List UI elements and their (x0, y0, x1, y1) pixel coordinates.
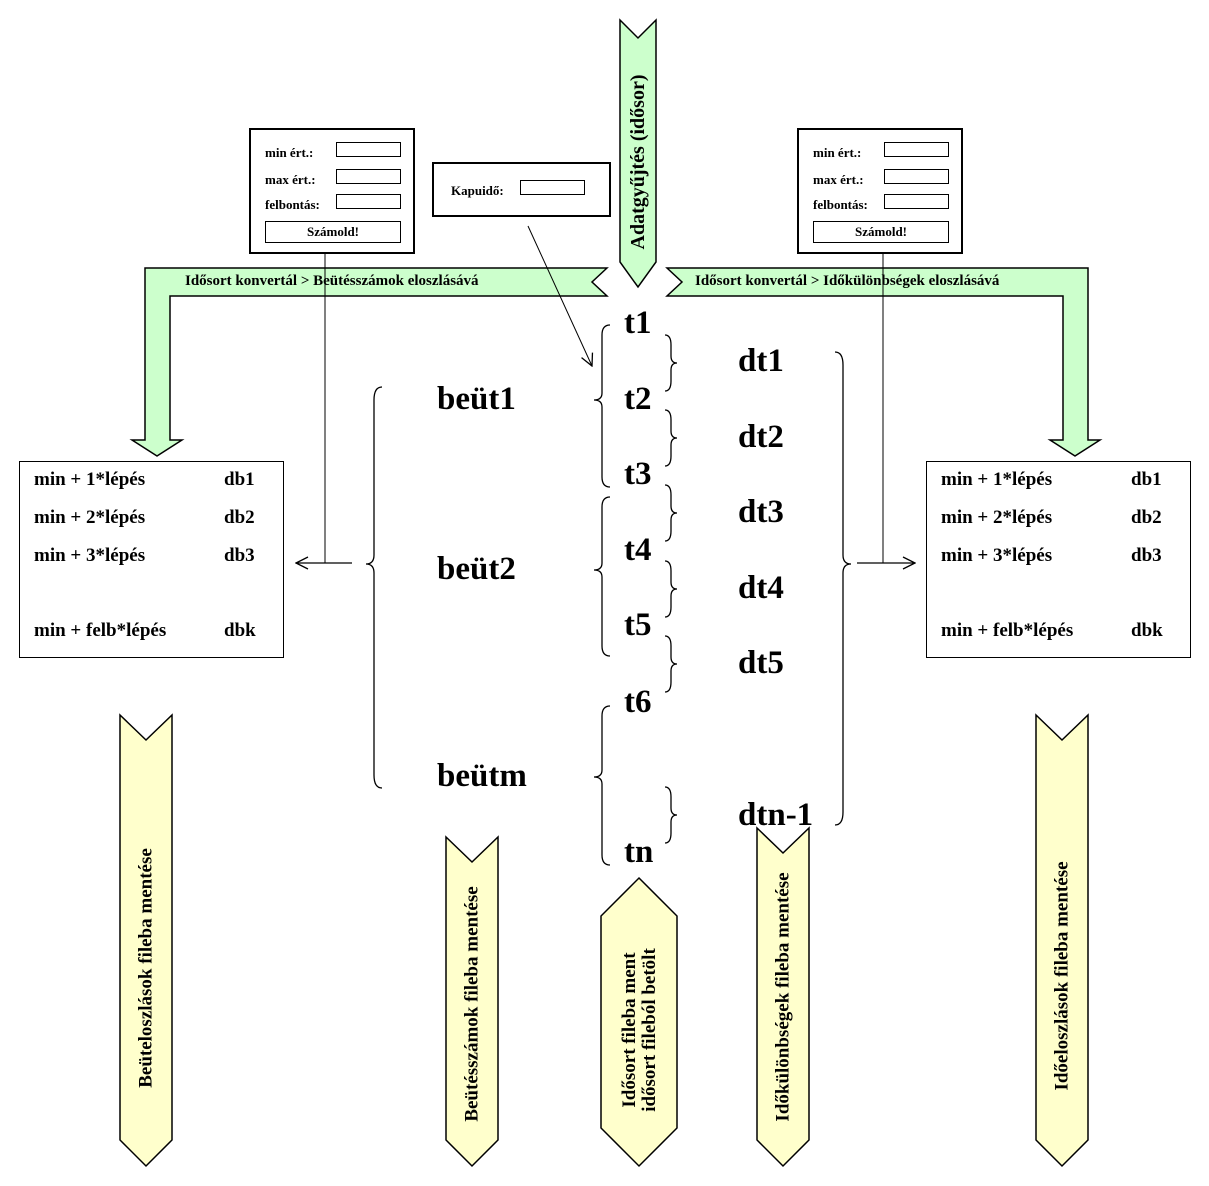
list-item-label: min + felb*lépés (34, 620, 167, 641)
diff-brace-n (664, 786, 678, 844)
right-min-input[interactable] (884, 142, 949, 157)
list-item-count: db1 (224, 469, 255, 490)
right-settings-panel: min ért.: max ért.: felbontás: Számold! (797, 128, 963, 254)
right-min-label: min ért.: (813, 145, 862, 160)
left-min-label: min ért.: (265, 145, 314, 160)
count-label: beütm (437, 758, 527, 794)
left-max-input[interactable] (336, 169, 401, 184)
timestamp-label: t1 (624, 305, 652, 341)
right-max-input[interactable] (884, 169, 949, 184)
top-arrow-label: Adatgyűjtés (idősor) (627, 74, 649, 250)
count-brace-m (593, 705, 611, 866)
timestamp-label: t3 (624, 456, 652, 492)
diff-brace-4 (664, 560, 678, 618)
list-item-label: min + 3*lépés (34, 545, 146, 566)
left-res-label: felbontás: (265, 197, 320, 212)
diff-brace-5 (664, 635, 678, 693)
list-item-count: dbk (1131, 620, 1163, 641)
left-convert-bar (129, 267, 609, 457)
differences-big-brace (834, 351, 852, 826)
count-brace-1 (593, 324, 611, 488)
list-item-count: db1 (1131, 469, 1162, 490)
list-item-count: db2 (224, 507, 255, 528)
timestamp-label: t5 (624, 607, 652, 643)
timestamp-label: t6 (624, 684, 652, 720)
difference-label: dtn-1 (738, 797, 814, 833)
left-bar-label: Idősort konvertál > Beütésszámok eloszlá… (185, 273, 479, 289)
right-bar-label: Idősort konvertál > Időkülönbségek elosz… (695, 273, 1000, 289)
list-item-count: dbk (224, 620, 256, 641)
list-item-label: min + 1*lépés (941, 469, 1053, 490)
difference-label: dt3 (738, 494, 784, 530)
list-item-label: min + 2*lépés (941, 507, 1053, 528)
list-item-label: min + 3*lépés (941, 545, 1053, 566)
top-data-arrow (619, 18, 657, 289)
difference-label: dt4 (738, 570, 784, 606)
gate-time-label: Kapuidő: (451, 183, 504, 198)
timeseries-save-load-arrow (600, 876, 678, 1168)
counts-big-brace (365, 386, 383, 789)
timeseries-save-load-label: Idősort fileba ment idősort fileból betö… (619, 948, 660, 1112)
left-res-input[interactable] (336, 194, 401, 209)
gate-time-panel: Kapuidő: (432, 162, 611, 217)
list-item-count: db3 (224, 545, 255, 566)
left-max-label: max ért.: (265, 172, 316, 187)
differences-save-arrow (756, 826, 810, 1168)
differences-save-label: Időkülönbségek fileba mentése (772, 872, 794, 1122)
diff-brace-2 (664, 409, 678, 467)
counts-save-arrow (445, 835, 499, 1168)
list-item-count: db3 (1131, 545, 1162, 566)
left-calculate-button[interactable]: Számold! (265, 221, 401, 243)
right-calculate-button[interactable]: Számold! (813, 221, 949, 243)
right-res-input[interactable] (884, 194, 949, 209)
count-label: beüt2 (437, 551, 516, 587)
time-distributions-arrow (1035, 713, 1089, 1168)
count-distributions-arrow (119, 713, 173, 1168)
right-convert-bar (665, 267, 1103, 457)
right-max-label: max ért.: (813, 172, 864, 187)
count-brace-2 (593, 496, 611, 657)
left-min-input[interactable] (336, 142, 401, 157)
left-settings-panel: min ért.: max ért.: felbontás: Számold! (249, 128, 415, 254)
timestamp-label: t2 (624, 381, 652, 417)
difference-label: dt5 (738, 645, 784, 681)
time-distribution-list: min + 1*lépés db1 min + 2*lépés db2 min … (926, 461, 1191, 658)
diff-brace-3 (664, 484, 678, 542)
timeseries-save-line: Idősort fileba ment (619, 952, 641, 1108)
counts-save-label: Beütésszámok fileba mentése (461, 886, 483, 1122)
list-item-label: min + felb*lépés (941, 620, 1074, 641)
right-res-label: felbontás: (813, 197, 868, 212)
list-item-count: db2 (1131, 507, 1162, 528)
list-item-label: min + 2*lépés (34, 507, 146, 528)
difference-label: dt2 (738, 419, 784, 455)
list-item-label: min + 1*lépés (34, 469, 146, 490)
timestamp-label: tn (624, 834, 654, 870)
difference-label: dt1 (738, 343, 784, 379)
count-label: beüt1 (437, 381, 516, 417)
diff-brace-1 (664, 334, 678, 392)
gate-time-pointer (527, 225, 592, 366)
timestamp-label: t4 (624, 532, 652, 568)
timeseries-load-line: idősort fileból betölt (639, 948, 660, 1112)
count-distribution-list: min + 1*lépés db1 min + 2*lépés db2 min … (19, 461, 284, 658)
gate-time-input[interactable] (520, 180, 585, 195)
count-distributions-label: Beüteloszlások fileba mentése (135, 848, 157, 1088)
time-distributions-label: Időeloszlások fileba mentése (1051, 861, 1073, 1091)
